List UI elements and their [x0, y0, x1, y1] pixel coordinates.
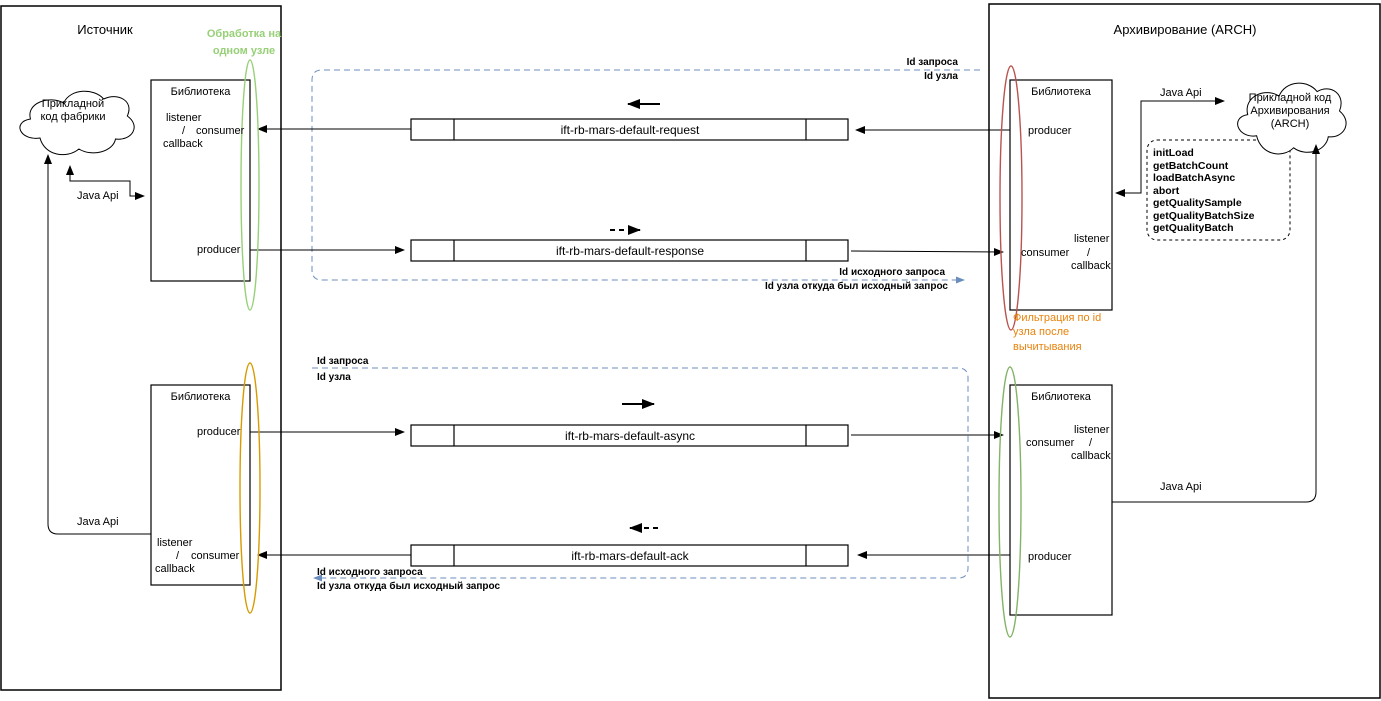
arch-bottom-library-title: Библиотека	[1031, 391, 1091, 403]
java-api-label-arch-top: Java Api	[1160, 87, 1202, 99]
source-cloud	[19, 90, 135, 156]
top-request-id-label-line2: Id узла	[924, 71, 958, 82]
filter-ellipse-top-right-red	[999, 65, 1023, 331]
source-top-slash-label: /	[182, 125, 186, 137]
source-cloud-library-java-api-link	[66, 165, 145, 200]
source-top-consumer-label: consumer	[196, 125, 245, 137]
source-top-callback-label: callback	[163, 138, 203, 150]
bottom-response-id-label-line1: Id исходного запроса	[317, 567, 423, 578]
source-top-producer-label: producer	[197, 244, 241, 256]
api-method-getqualitybatch: getQualityBatch	[1153, 222, 1234, 234]
source-container	[0, 5, 282, 691]
source-bottom-callback-label: callback	[155, 563, 195, 575]
top-response-id-label-line1: Id исходного запроса	[839, 267, 945, 278]
arch-bottom-listener-label: listener	[1074, 424, 1110, 436]
arch-bottom-consumer-label: consumer	[1026, 437, 1075, 449]
arch-bottom-library-box	[1009, 384, 1113, 616]
queue-async-name: ift-rb-mars-default-async	[564, 429, 696, 443]
source-cloud-label: Прикладной код фабрики	[40, 98, 106, 124]
api-method-getqualitysample: getQualitySample	[1153, 197, 1242, 209]
arch-top-consumer-label: consumer	[1021, 247, 1070, 259]
source-top-library-box	[150, 79, 251, 282]
bottom-metadata-flow-path	[312, 367, 969, 582]
api-method-loadbatchasync: loadBatchAsync	[1153, 172, 1236, 184]
single-node-note: Обработка на одном узле	[206, 28, 282, 57]
arch-panel-title: Архивирование (ARCH)	[1113, 22, 1257, 37]
api-method-initload: initLoad	[1153, 147, 1194, 159]
filter-note: Фильтрация по id узла после вычитывания	[1013, 312, 1102, 353]
arch-bottom-producer-label: producer	[1028, 551, 1072, 563]
api-method-abort: abort	[1153, 184, 1180, 197]
queue-ack-name: ift-rb-mars-default-ack	[571, 549, 689, 563]
arch-bottom-callback-label: callback	[1071, 450, 1111, 462]
java-api-label-arch-bottom: Java Api	[1160, 481, 1202, 493]
source-top-listener-label: listener	[166, 112, 202, 124]
arch-cloud-library-java-api-link	[1115, 97, 1225, 197]
bottom-request-id-label-line2: Id узла	[317, 372, 351, 383]
java-api-label-source-bottom: Java Api	[77, 516, 119, 528]
source-bottom-library-title: Библиотека	[170, 391, 231, 403]
source-bottom-slash-label: /	[176, 550, 180, 562]
source-panel-title: Источник	[77, 22, 133, 37]
arch-top-slash-label: /	[1087, 247, 1091, 259]
queue-async-box	[410, 424, 849, 447]
arch-bottom-library-cloud-java-api-link	[1112, 144, 1320, 503]
arch-top-listener-label: listener	[1074, 233, 1110, 245]
queue-response-name: ift-rb-mars-default-response	[555, 244, 705, 258]
arch-top-producer-label: producer	[1028, 125, 1072, 137]
arch-cloud-label: Прикладной код Архивирования (ARCH)	[1248, 92, 1332, 131]
single-node-ellipse-top-left	[240, 59, 260, 311]
scope-ellipse-bottom-right-green	[998, 366, 1022, 638]
queue-request-name: ift-rb-mars-default-request	[560, 123, 700, 137]
arch-cloud	[1237, 82, 1347, 155]
arch-bottom-slash-label: /	[1089, 437, 1093, 449]
source-bottom-library-cloud-java-api-link	[44, 154, 151, 535]
queue-response-box	[410, 239, 849, 262]
source-top-library-title: Библиотека	[170, 86, 231, 98]
java-api-label-source-top: Java Api	[77, 190, 119, 202]
bottom-request-id-label-line1: Id запроса	[317, 356, 369, 367]
scope-ellipse-bottom-left-orange	[239, 362, 261, 614]
arch-top-callback-label: callback	[1071, 260, 1111, 272]
top-response-id-label-line2: Id узла откуда был исходный запрос	[764, 281, 948, 292]
arch-top-library-box	[1009, 79, 1113, 311]
arch-container	[988, 3, 1381, 699]
source-bottom-library-box	[150, 384, 251, 586]
connector-lines	[44, 97, 1320, 559]
top-metadata-flow-path	[311, 69, 980, 284]
api-methods-list: initLoad getBatchCount loadBatchAsync ab…	[1153, 147, 1255, 235]
bottom-response-id-label-line2: Id узла откуда был исходный запрос	[317, 581, 501, 592]
top-request-id-label-line1: Id запроса	[906, 57, 958, 68]
arch-top-library-title: Библиотека	[1031, 86, 1091, 98]
api-method-getqualitybatchsize: getQualityBatchSize	[1153, 209, 1255, 222]
response-to-arch-consumer-arrow	[850, 247, 1004, 256]
source-bottom-producer-label: producer	[197, 426, 241, 438]
source-bottom-listener-label: listener	[157, 537, 193, 549]
source-bottom-consumer-label: consumer	[191, 550, 240, 562]
queue-ack-box	[410, 544, 849, 567]
api-method-getbatchcount: getBatchCount	[1153, 159, 1229, 172]
